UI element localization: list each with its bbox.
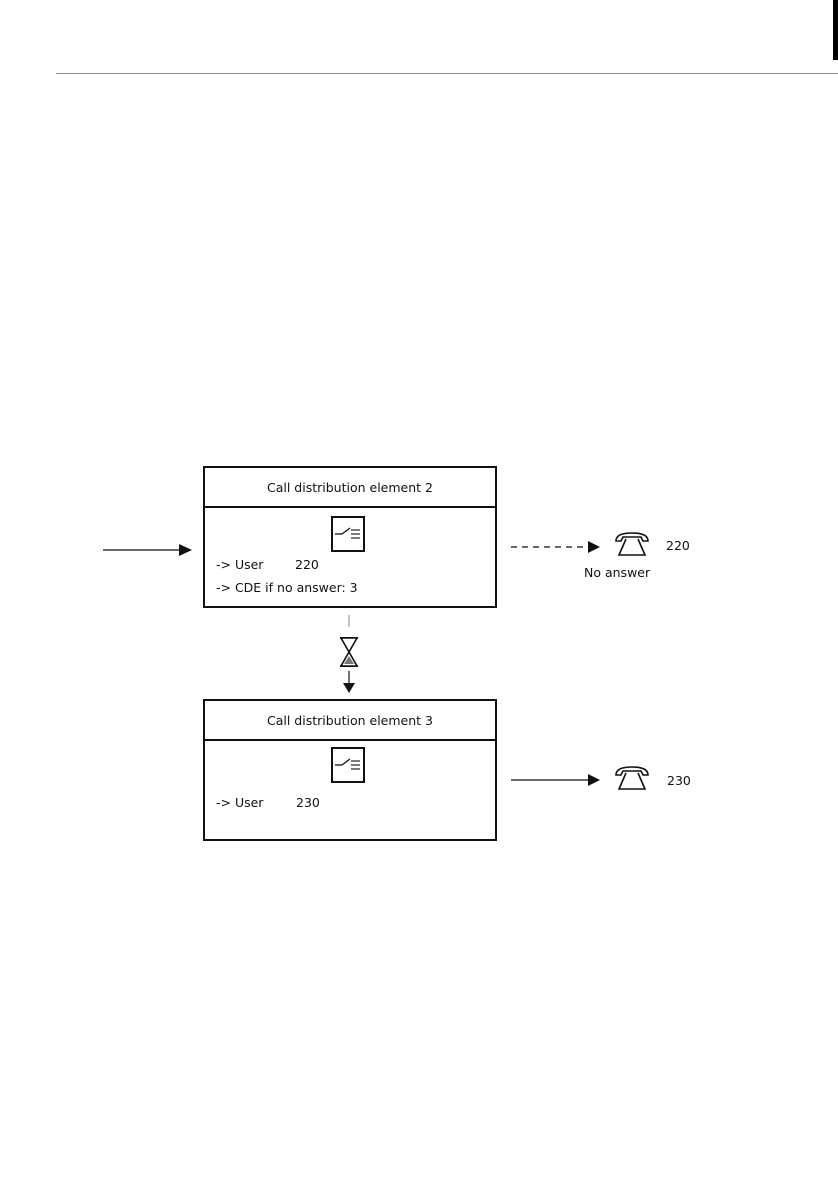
no-answer-label: No answer xyxy=(584,565,650,580)
timeout-connector xyxy=(336,613,362,699)
cde-title: Call distribution element 3 xyxy=(205,701,495,741)
phone-number-230: 230 xyxy=(667,773,691,788)
hourglass-icon xyxy=(340,638,358,666)
header-rule xyxy=(56,73,838,74)
cde-user-line: -> User xyxy=(216,795,263,810)
cde-user-number: 230 xyxy=(296,795,320,810)
phone-number-220: 220 xyxy=(666,538,690,553)
cde-user-line: -> User xyxy=(216,557,263,572)
cde-title: Call distribution element 2 xyxy=(205,468,495,508)
incoming-call-arrow xyxy=(100,540,196,560)
no-answer-dashed-arrow xyxy=(508,537,604,557)
switch-icon xyxy=(331,516,365,552)
page-edge-mark xyxy=(833,0,838,60)
cde-no-answer-line: -> CDE if no answer: 3 xyxy=(216,580,358,595)
telephone-icon xyxy=(613,764,651,794)
cde-user-number: 220 xyxy=(295,557,319,572)
call-distribution-element-2: Call distribution element 2 -> User 220 … xyxy=(203,466,497,608)
call-distribution-element-3: Call distribution element 3 -> User 230 xyxy=(203,699,497,841)
forward-arrow xyxy=(508,770,604,790)
telephone-icon xyxy=(613,530,651,560)
switch-icon xyxy=(331,747,365,783)
